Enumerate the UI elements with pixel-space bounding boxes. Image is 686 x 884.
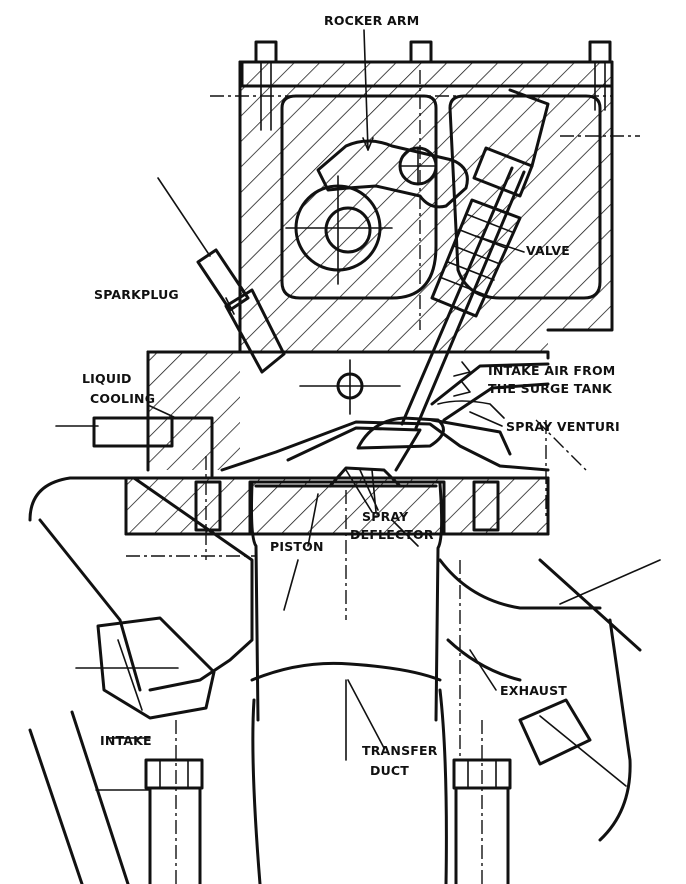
transfer-duct-leader (347, 679, 385, 749)
exhaust-leader (469, 649, 497, 691)
exhaust-manifold (438, 558, 661, 842)
sparkplug (157, 177, 286, 374)
intake-air-label-line1: INTAKE AIR FROM (488, 363, 616, 378)
piston-leader (307, 493, 319, 547)
exhaust-label: EXHAUST (500, 683, 568, 698)
transfer-duct-label-line1: TRANSFER (362, 743, 438, 758)
liquid-cooling-leader (149, 405, 177, 419)
liquid-cooling-pipe (55, 416, 214, 478)
spray-venturi-label: SPRAY VENTURI (506, 419, 620, 434)
intake-air-passage (430, 361, 550, 422)
intake-air-label-line2: THE SURGE TANK (488, 381, 612, 396)
valve-label: VALVE (526, 243, 570, 258)
intake-manifold (28, 476, 254, 884)
cover-bolt-right (588, 40, 612, 111)
transfer-duct (250, 661, 448, 884)
spray-deflector-label-line2: DEFLECTOR (350, 527, 434, 542)
liquid-cooling-label-line1: LIQUID (82, 371, 132, 386)
leader-lines (109, 29, 525, 749)
liquid-cooling-label-line2: COOLING (90, 391, 156, 406)
intake-label: INTAKE (100, 733, 152, 748)
rocker-arm-label: ROCKER ARM (324, 13, 420, 28)
stud-left (144, 720, 204, 884)
valve-leader (475, 235, 525, 253)
combustion-chamber (220, 359, 550, 472)
sparkplug-label: SPARKPLUG (94, 287, 179, 302)
spray-deflector-leader (359, 469, 379, 511)
sparkplug-leader (225, 297, 235, 315)
rocker-arm (316, 139, 469, 209)
piston (250, 482, 444, 722)
cover-bolt-center (409, 40, 433, 64)
valve (356, 88, 550, 450)
stud-right (452, 720, 512, 884)
spray-venturi-leader (469, 411, 503, 427)
rocker-arm-leader (363, 29, 369, 151)
transfer-duct-label-line2: DUCT (370, 763, 410, 778)
spray-deflector-label-line1: SPRAY (362, 509, 409, 524)
piston-label: PISTON (270, 539, 324, 554)
camshaft (285, 175, 393, 285)
